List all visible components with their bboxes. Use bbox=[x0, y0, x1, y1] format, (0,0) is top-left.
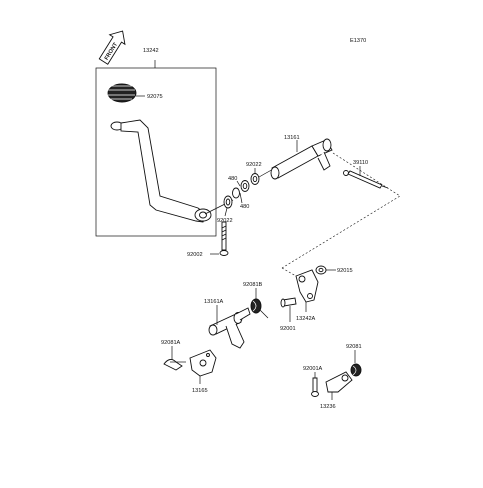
label-92001: 92001 bbox=[280, 326, 296, 332]
shift-pedal-lever bbox=[110, 119, 234, 223]
label-480-a: 480 bbox=[228, 176, 237, 182]
lever-13242a bbox=[295, 269, 319, 303]
bolt-92001a bbox=[311, 377, 319, 397]
bolt-92001 bbox=[280, 297, 297, 308]
front-arrow-icon: FRONT bbox=[98, 30, 126, 65]
label-13161: 13161 bbox=[284, 135, 300, 141]
label-13236: 13236 bbox=[320, 404, 336, 410]
pedal-rubber-92075 bbox=[107, 83, 145, 103]
label-13242: 13242 bbox=[143, 48, 159, 54]
washer-92022-b bbox=[250, 173, 260, 185]
label-92081a: 92081A bbox=[161, 340, 181, 346]
label-92002: 92002 bbox=[187, 252, 203, 258]
spring-92081 bbox=[350, 363, 362, 377]
label-13161a: 13161A bbox=[204, 299, 224, 305]
lever-13236 bbox=[325, 371, 353, 393]
label-13242a: 13242A bbox=[296, 316, 316, 322]
spacer-480-b bbox=[240, 180, 250, 192]
pedal-assembly-box bbox=[95, 67, 217, 237]
label-92022-b: 92022 bbox=[217, 218, 233, 224]
label-13165: 13165 bbox=[192, 388, 208, 394]
plate-13165 bbox=[189, 349, 217, 377]
label-92081: 92081 bbox=[346, 344, 362, 350]
shift-arm-13161a bbox=[208, 307, 251, 349]
label-92081b: 92081B bbox=[243, 282, 263, 288]
nut-92015 bbox=[315, 265, 327, 275]
spring-92081a bbox=[163, 359, 186, 371]
tie-rod-39110 bbox=[343, 170, 389, 189]
figure-code: E1370 bbox=[350, 38, 366, 44]
washer-92022-a bbox=[223, 195, 233, 209]
label-39110: 39110 bbox=[353, 160, 368, 166]
label-480-b: 480 bbox=[240, 204, 249, 210]
label-92022-a: 92022 bbox=[246, 162, 262, 168]
shift-shaft-13161 bbox=[270, 138, 333, 180]
label-92015: 92015 bbox=[337, 268, 353, 274]
spacer-480-a bbox=[232, 187, 240, 199]
bolt-92002 bbox=[219, 221, 229, 256]
label-92075: 92075 bbox=[147, 94, 163, 100]
label-92001a: 92001A bbox=[303, 366, 323, 372]
spring-92081b bbox=[250, 298, 269, 319]
